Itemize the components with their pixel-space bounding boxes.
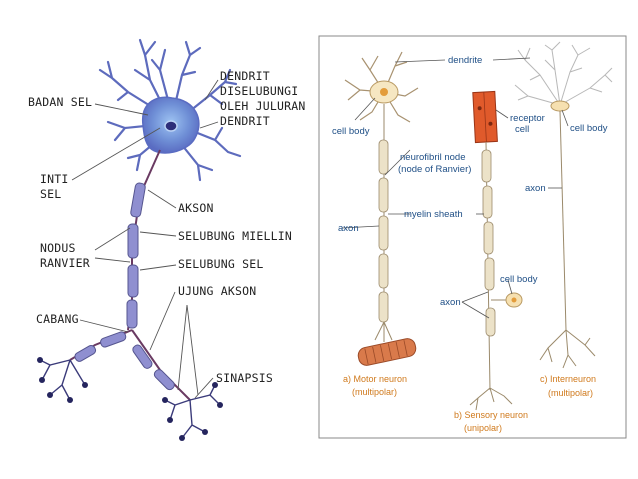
sensory-neuron [469, 90, 523, 411]
label-selubung-miellin: SELUBUNG MIELLIN [178, 229, 292, 243]
label-cell-body-motor: cell body [332, 126, 370, 137]
label-sinapsis: SINAPSIS [216, 371, 273, 385]
label-axon-inter: axon [525, 183, 546, 194]
label-ujung-akson: UJUNG AKSON [178, 284, 256, 298]
right-leader-lines [341, 57, 569, 319]
caption-motor-line1: a) Motor neuron [343, 374, 407, 384]
label-receptor-line2: cell [515, 124, 529, 135]
label-neurofibril-line1: neurofibril node [400, 152, 466, 163]
interneuron [514, 41, 613, 369]
label-akson: AKSON [178, 201, 214, 215]
motor-neuron [344, 51, 419, 366]
caption-sensory-line1: b) Sensory neuron [454, 410, 528, 420]
label-cabang: CABANG [36, 312, 79, 326]
caption-inter-line1: c) Interneuron [540, 374, 596, 384]
label-badan-sel: BADAN SEL [28, 95, 92, 109]
label-cell-body-sensory: cell body [500, 274, 538, 285]
left-axon-terminals [39, 359, 221, 439]
label-dendrit-line3: OLEH JULURAN [220, 99, 305, 113]
label-myelin-sheath: myelin sheath [404, 209, 463, 220]
label-inti-line1: INTI [40, 172, 69, 186]
right-neuron-diagram: dendrite cell body receptor cell cell bo… [318, 35, 627, 439]
left-synapse-knobs [37, 357, 223, 441]
caption-inter-line2: (multipolar) [548, 388, 593, 398]
label-dendrite: dendrite [448, 55, 482, 66]
label-receptor-line1: receptor [510, 113, 545, 124]
label-dendrit-line1: DENDRIT [220, 69, 270, 83]
label-nodus-line2: RANVIER [40, 256, 90, 270]
label-neurofibril-line2: (node of Ranvier) [398, 164, 471, 175]
label-axon-sensory: axon [440, 297, 461, 308]
label-selubung-sel: SELUBUNG SEL [178, 257, 263, 271]
label-cell-body-inter: cell body [570, 123, 608, 134]
left-nucleus [164, 120, 178, 132]
label-dendrit-line2: DISELUBUNGI [220, 84, 298, 98]
label-nodus-line1: NODUS [40, 241, 76, 255]
label-inti-line2: SEL [40, 187, 61, 201]
left-leader-lines [71, 79, 219, 399]
label-dendrit-line4: DENDRIT [220, 114, 270, 128]
caption-motor-line2: (multipolar) [352, 387, 397, 397]
label-axon-motor: axon [338, 223, 359, 234]
left-neuron-diagram: BADAN SEL DENDRIT DISELUBUNGI OLEH JULUR… [28, 38, 305, 441]
caption-sensory-line2: (unipolar) [464, 423, 502, 433]
left-axon [69, 149, 191, 401]
